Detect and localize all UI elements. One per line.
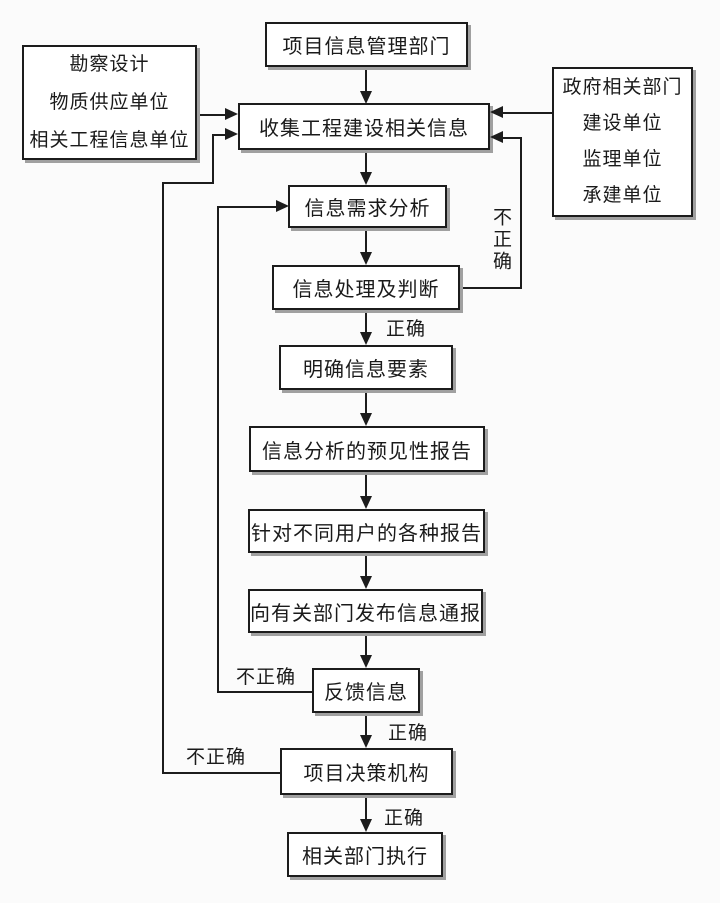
connector-feedback-incorrect-vertical [217,206,219,693]
node-user-reports-label: 针对不同用户的各种报告 [251,522,482,545]
node-demand-analysis: 信息需求分析 [288,185,447,228]
connector-right-sources-to-collect [503,112,552,114]
node-project-info-dept-label: 项目信息管理部门 [282,36,451,58]
label-correct-feedback: 正确 [388,723,429,744]
arrowhead-decision-to-execute [360,819,372,832]
right-source-contractor-unit: 承建单位 [582,185,663,206]
label-incorrect-decision: 不正确 [186,747,247,768]
connector-feedback-incorrect-top [219,206,276,208]
node-clarify-elements-label: 明确信息要素 [303,359,429,381]
node-notify-departments-label: 向有关部门发布信息通报 [250,602,481,625]
connector-decision-incorrect-bottom [163,772,280,774]
connector-decision-incorrect-jog-h [163,182,214,184]
arrowhead-left-sources-to-collect [225,108,238,120]
arrowhead-top-to-collect [360,91,372,104]
connector-left-sources-to-collect [197,114,226,116]
node-execute-departments-label: 相关部门执行 [302,846,428,868]
connector-analysis-to-process [365,228,367,254]
connector-forecast-to-reports [365,472,367,498]
connector-process-to-clarify [365,310,367,334]
node-left-sources: 勘察设计 物质供应单位 相关工程信息单位 [22,45,197,160]
connector-notify-to-feedback [365,633,367,656]
node-right-sources: 政府相关部门 建设单位 监理单位 承建单位 [552,67,693,217]
left-source-related-project-info: 相关工程信息单位 [29,129,190,151]
node-feedback-info-label: 反馈信息 [324,682,408,704]
node-collect-info: 收集工程建设相关信息 [238,103,490,150]
node-process-judge-label: 信息处理及判断 [292,279,440,301]
label-correct-decision: 正确 [384,808,425,829]
node-forecast-report-label: 信息分析的预见性报告 [262,440,472,463]
arrowhead-collect-to-analysis [360,172,372,185]
connector-decision-incorrect-vertical [162,182,164,774]
right-source-government: 政府相关部门 [562,77,683,98]
node-clarify-elements: 明确信息要素 [279,345,453,390]
arrowhead-feedback-to-decision [360,735,372,748]
connector-top-to-collect [365,67,367,93]
connector-process-incorrect-top [503,137,522,139]
node-collect-info-label: 收集工程建设相关信息 [259,118,469,140]
label-incorrect-feedback: 不正确 [236,667,297,688]
connector-decision-incorrect-jog-v [212,134,214,184]
right-source-supervision-unit: 监理单位 [582,149,663,170]
connector-clarify-to-forecast [365,390,367,415]
node-decision-body: 项目决策机构 [280,748,453,795]
connector-process-incorrect-bottom [460,287,522,289]
arrowhead-process-incorrect-to-collect [490,131,503,143]
node-feedback-info: 反馈信息 [312,668,420,713]
left-source-survey-design: 勘察设计 [69,53,150,75]
label-incorrect-process: 不正确 [490,207,511,273]
connector-decision-to-execute [365,795,367,820]
connector-decision-incorrect-top [214,134,226,136]
arrowhead-process-to-clarify [360,332,372,345]
node-decision-body-label: 项目决策机构 [303,763,430,785]
arrowhead-analysis-to-process [360,252,372,265]
arrowhead-reports-to-notify [360,576,372,589]
arrowhead-notify-to-feedback [360,655,372,668]
node-user-reports: 针对不同用户的各种报告 [248,509,485,553]
arrowhead-clarify-to-forecast [360,413,372,426]
connector-process-incorrect-vertical [520,137,522,289]
arrowhead-decision-incorrect-to-collect [225,128,238,140]
node-notify-departments: 向有关部门发布信息通报 [248,589,483,633]
connector-feedback-to-decision [365,713,367,736]
arrowhead-forecast-to-reports [360,496,372,509]
node-forecast-report: 信息分析的预见性报告 [249,426,485,472]
arrowhead-right-sources-to-collect [490,106,503,118]
label-correct-process: 正确 [386,319,427,340]
arrowhead-feedback-incorrect-to-analysis [276,200,289,212]
node-project-info-dept: 项目信息管理部门 [265,22,468,67]
connector-feedback-incorrect-bottom [218,691,312,693]
connector-collect-to-analysis [365,150,367,174]
connector-reports-to-notify [365,553,367,577]
right-source-construction-unit: 建设单位 [582,113,663,134]
left-source-material-supply: 物质供应单位 [49,91,170,113]
node-execute-departments: 相关部门执行 [287,832,443,877]
node-process-judge: 信息处理及判断 [272,265,460,310]
node-demand-analysis-label: 信息需求分析 [304,198,431,220]
